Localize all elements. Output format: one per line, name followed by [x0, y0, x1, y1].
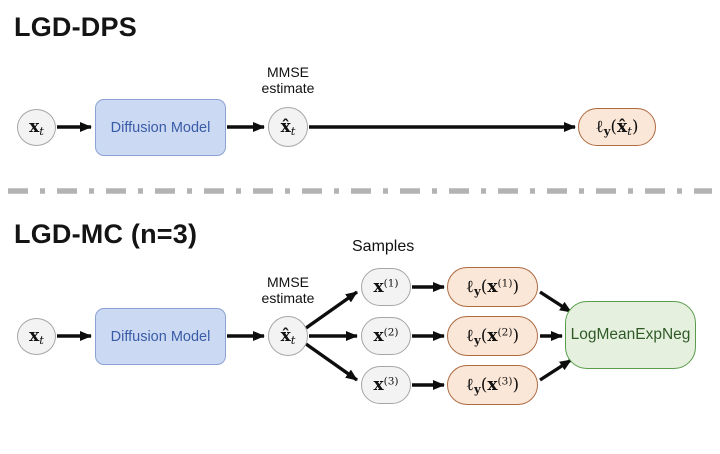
mc-estimate-label: x̂t	[280, 325, 296, 347]
dps-input-subscript: t	[39, 124, 44, 139]
mc-loss1-label: ℓy(x(1))	[465, 276, 520, 298]
mc-loss2-open-paren: (	[480, 325, 488, 346]
dps-diffusion-model-box: Diffusion Model	[95, 99, 226, 156]
dps-input-base: x	[29, 117, 40, 137]
dps-mmse-line1: MMSE	[267, 64, 309, 80]
mc-sample2-label: x(2)	[373, 325, 399, 346]
mc-aggregator-label: LogMeanExpNeg	[570, 326, 691, 343]
dps-loss-node: ℓy(x̂t)	[578, 108, 656, 146]
mc-samples-annotation: Samples	[352, 238, 415, 255]
mc-input-base: x	[29, 326, 40, 346]
mc-loss3-close-paren: )	[512, 374, 520, 395]
mc-sample1-node: x(1)	[361, 268, 411, 306]
mc-loss3-open-paren: (	[480, 374, 488, 395]
mc-loss2-node: ℓy(x(2))	[447, 316, 538, 356]
mc-diffusion-model-label: Diffusion Model	[110, 328, 211, 345]
dps-loss-open-paren: (	[610, 116, 618, 137]
mc-input-node: xt	[17, 318, 56, 355]
dps-mmse-annotation: MMSE estimate	[247, 64, 329, 96]
mc-loss2-arg-superscript: (2)	[497, 326, 513, 339]
mc-loss3-ell: ℓ	[465, 374, 475, 395]
mc-loss1-close-paren: )	[512, 276, 520, 297]
mc-loss1-ell: ℓ	[465, 276, 475, 297]
mc-loss3-label: ℓy(x(3))	[465, 374, 520, 396]
mc-loss2-close-paren: )	[512, 325, 520, 346]
dps-diffusion-model-label: Diffusion Model	[110, 119, 211, 136]
dps-loss-close-paren: )	[631, 116, 639, 137]
mc-estimate-subscript: t	[290, 332, 296, 347]
mc-loss3-node: ℓy(x(3))	[447, 365, 538, 405]
mc-sample3-base: x	[373, 374, 384, 395]
dps-input-node: xt	[17, 109, 56, 146]
mc-aggregator-node: LogMeanExpNeg	[565, 301, 696, 369]
dps-loss-arg: x̂	[617, 116, 628, 137]
mc-input-label: xt	[29, 326, 44, 348]
mc-loss1-node: ℓy(x(1))	[447, 267, 538, 307]
mc-sample3-node: x(3)	[361, 366, 411, 404]
dps-loss-label: ℓy(x̂t)	[595, 116, 639, 138]
mc-estimate-node: x̂t	[268, 316, 308, 356]
mc-diffusion-model-box: Diffusion Model	[95, 308, 226, 365]
mc-sample3-label: x(3)	[373, 374, 399, 395]
mc-mmse-annotation: MMSE estimate	[247, 274, 329, 306]
dps-loss-arg-subscript: t	[627, 123, 632, 138]
arrow-mc-loss1-to-aggregator	[539, 290, 572, 314]
mc-loss1-arg-superscript: (1)	[497, 277, 513, 290]
mc-mmse-line1: MMSE	[267, 274, 309, 290]
mc-loss2-ell-subscript: y	[474, 332, 481, 347]
dps-estimate-label: x̂t	[280, 116, 296, 138]
mc-sample2-superscript: (2)	[383, 326, 399, 339]
mc-sample3-superscript: (3)	[383, 375, 399, 388]
mc-sample1-superscript: (1)	[383, 277, 399, 290]
dps-loss-ell: ℓ	[595, 116, 604, 137]
mc-estimate-base: x̂	[280, 325, 291, 346]
arrow-mc-estimate-to-sample3	[305, 342, 358, 382]
mc-input-subscript: t	[39, 333, 44, 348]
dps-estimate-subscript: t	[290, 123, 296, 138]
mc-loss2-label: ℓy(x(2))	[465, 325, 520, 347]
mc-loss3-arg: x	[487, 374, 498, 395]
mc-loss1-ell-subscript: y	[474, 283, 481, 298]
mc-loss2-ell: ℓ	[465, 325, 475, 346]
arrow-mc-estimate-to-sample1	[305, 290, 358, 330]
mc-sample1-label: x(1)	[373, 276, 399, 297]
mc-sample2-base: x	[373, 325, 384, 346]
dps-input-label: xt	[29, 117, 44, 139]
mc-loss3-arg-superscript: (3)	[497, 375, 513, 388]
mc-loss3-ell-subscript: y	[474, 381, 481, 396]
mc-sample2-node: x(2)	[361, 317, 411, 355]
mc-loss1-open-paren: (	[480, 276, 488, 297]
dps-section-title: LGD-DPS	[14, 12, 137, 42]
dps-loss-ell-subscript: y	[603, 123, 611, 138]
mc-loss1-arg: x	[487, 276, 498, 297]
dps-estimate-base: x̂	[280, 116, 291, 137]
mc-sample1-base: x	[373, 276, 384, 297]
arrow-mc-loss3-to-aggregator	[539, 358, 572, 382]
mc-section-title: LGD-MC (n=3)	[14, 219, 198, 249]
mc-mmse-line2: estimate	[261, 290, 315, 306]
dps-mmse-line2: estimate	[261, 80, 315, 96]
mc-loss2-arg: x	[487, 325, 498, 346]
dps-estimate-node: x̂t	[268, 107, 308, 147]
